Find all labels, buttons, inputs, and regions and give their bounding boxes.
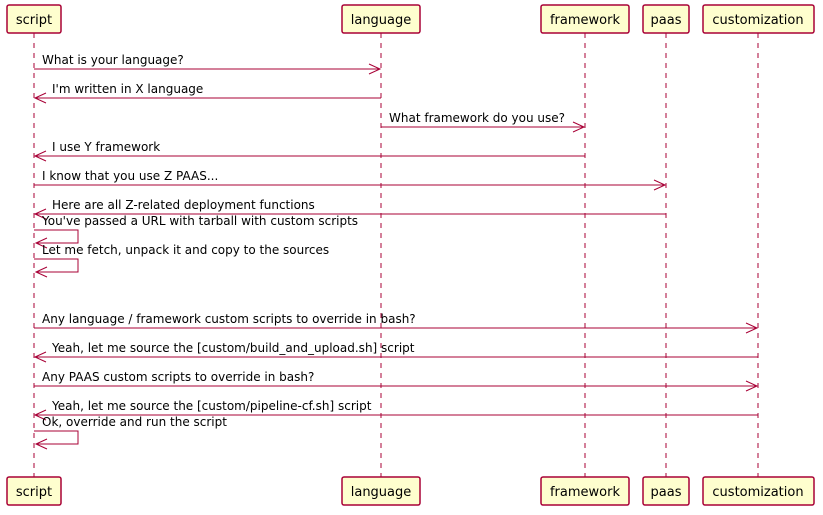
participant-customization-bottom: customization bbox=[702, 476, 815, 506]
participants-bottom: script language framework paas customization bbox=[6, 476, 815, 506]
participant-label: script bbox=[16, 13, 52, 28]
message-line bbox=[34, 229, 79, 244]
arrowhead bbox=[745, 322, 759, 334]
message-10: Yeah, let me source the [custom/build_an… bbox=[33, 341, 758, 363]
arrowhead bbox=[33, 351, 47, 363]
message-13: Ok, override and run the script bbox=[34, 415, 227, 450]
participant-box bbox=[540, 476, 630, 506]
participant-box bbox=[642, 476, 690, 506]
arrowhead bbox=[33, 208, 47, 220]
lifelines bbox=[33, 33, 759, 477]
message-label: I'm written in X language bbox=[52, 82, 203, 96]
message-7: You've passed a URL with tarball with cu… bbox=[34, 214, 358, 249]
participant-script-top: script bbox=[6, 4, 62, 34]
participant-label: script bbox=[16, 485, 52, 500]
participant-framework-bottom: framework bbox=[540, 476, 630, 506]
message-label: You've passed a URL with tarball with cu… bbox=[41, 214, 358, 228]
message-9: Any language / framework custom scripts … bbox=[34, 312, 759, 334]
participant-box bbox=[341, 4, 421, 34]
participant-language-bottom: language bbox=[341, 476, 421, 506]
message-12: Yeah, let me source the [custom/pipeline… bbox=[33, 399, 758, 421]
message-label: Any PAAS custom scripts to override in b… bbox=[42, 370, 314, 384]
participant-box bbox=[341, 476, 421, 506]
message-label: Any language / framework custom scripts … bbox=[42, 312, 416, 326]
participant-paas-top: paas bbox=[642, 4, 690, 34]
message-label: What is your language? bbox=[42, 53, 184, 67]
arrowhead bbox=[33, 150, 47, 162]
message-label: Yeah, let me source the [custom/build_an… bbox=[51, 341, 415, 355]
message-2: I'm written in X language bbox=[33, 82, 381, 104]
message-label: Yeah, let me source the [custom/pipeline… bbox=[51, 399, 372, 413]
participant-box bbox=[642, 4, 690, 34]
message-label: Let me fetch, unpack it and copy to the … bbox=[42, 243, 329, 257]
message-11: Any PAAS custom scripts to override in b… bbox=[34, 370, 759, 392]
participant-label: language bbox=[351, 485, 412, 500]
participant-label: paas bbox=[651, 13, 682, 28]
participant-box bbox=[702, 4, 815, 34]
arrowhead bbox=[653, 179, 667, 191]
participant-label: paas bbox=[651, 485, 682, 500]
message-4: I use Y framework bbox=[33, 140, 585, 162]
arrowhead bbox=[33, 92, 47, 104]
arrowhead bbox=[368, 63, 382, 75]
participant-label: framework bbox=[550, 13, 620, 28]
message-5: I know that you use Z PAAS... bbox=[34, 169, 667, 191]
message-label: I know that you use Z PAAS... bbox=[42, 169, 218, 183]
message-line bbox=[34, 430, 79, 445]
arrowhead bbox=[34, 438, 48, 450]
participant-customization-top: customization bbox=[702, 4, 815, 34]
messages: What is your language? I'm written in X l… bbox=[33, 53, 759, 450]
participant-box bbox=[702, 476, 815, 506]
participant-script-bottom: script bbox=[6, 476, 62, 506]
participant-language-top: language bbox=[341, 4, 421, 34]
participant-label: language bbox=[351, 13, 412, 28]
participants-top: script language framework paas customization bbox=[6, 4, 815, 34]
arrowhead bbox=[34, 266, 48, 278]
participant-label: framework bbox=[550, 485, 620, 500]
participant-framework-top: framework bbox=[540, 4, 630, 34]
message-6: Here are all Z-related deployment functi… bbox=[33, 198, 666, 220]
message-label: Ok, override and run the script bbox=[42, 415, 227, 429]
participant-label: customization bbox=[712, 485, 803, 500]
arrowhead bbox=[572, 121, 586, 133]
message-line bbox=[34, 258, 79, 273]
message-label: Here are all Z-related deployment functi… bbox=[52, 198, 315, 212]
participant-box bbox=[540, 4, 630, 34]
participant-box bbox=[6, 4, 62, 34]
message-label: I use Y framework bbox=[52, 140, 160, 154]
arrowhead bbox=[33, 409, 47, 421]
arrowhead bbox=[34, 237, 48, 249]
arrowhead bbox=[745, 380, 759, 392]
message-8: Let me fetch, unpack it and copy to the … bbox=[34, 243, 329, 278]
message-1: What is your language? bbox=[34, 53, 382, 75]
participant-label: customization bbox=[712, 13, 803, 28]
message-label: What framework do you use? bbox=[389, 111, 565, 125]
message-3: What framework do you use? bbox=[381, 111, 586, 133]
participant-box bbox=[6, 476, 62, 506]
participant-paas-bottom: paas bbox=[642, 476, 690, 506]
